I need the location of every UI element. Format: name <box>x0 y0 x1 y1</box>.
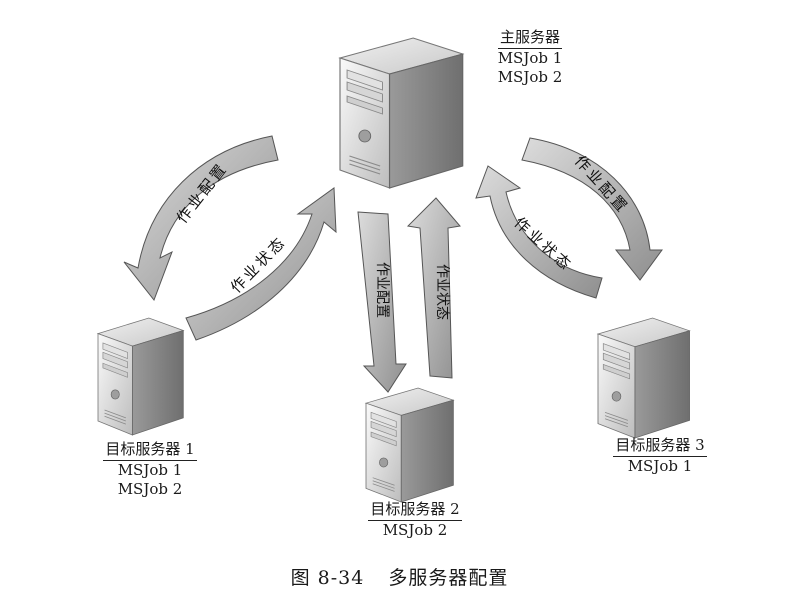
target-server-3-label: 目标服务器 3 MSJob 1 <box>580 436 740 476</box>
figure-number: 图 8-34 <box>290 567 365 589</box>
figure-title: 多服务器配置 <box>388 567 509 589</box>
target-server-3-name: 目标服务器 3 <box>613 436 707 457</box>
arrow-label-status-middle: 作业状态 <box>434 264 450 320</box>
target-server-2-label: 目标服务器 2 MSJob 2 <box>335 500 495 540</box>
arrow-status-middle <box>406 197 461 379</box>
arrow-label-config-middle: 作业配置 <box>374 262 390 318</box>
main-server-label: 主服务器 MSJob 1 MSJob 2 <box>470 28 590 87</box>
main-server-name: 主服务器 <box>497 28 562 49</box>
target-server-2-icon <box>365 387 454 503</box>
figure-caption: 图 8-34 多服务器配置 <box>0 563 799 590</box>
target-server-1-icon <box>97 317 184 436</box>
target-server-1-label: 目标服务器 1 MSJob 1 MSJob 2 <box>70 440 230 499</box>
arrow-config-middle <box>357 211 407 393</box>
main-server-job-2: MSJob 2 <box>497 68 563 86</box>
target-server-1-job-2: MSJob 2 <box>117 480 183 498</box>
arrow-status-right <box>475 165 603 299</box>
target-server-1-name: 目标服务器 1 <box>103 440 197 461</box>
target-server-1-job-1: MSJob 1 <box>117 461 183 479</box>
main-server-icon <box>339 37 464 189</box>
target-server-2-job-1: MSJob 2 <box>382 521 448 539</box>
arrow-config-right <box>521 137 663 281</box>
arrow-status-left <box>185 187 337 341</box>
arrow-label-config-right: 作业配置 <box>571 152 633 218</box>
target-server-2-name: 目标服务器 2 <box>368 500 462 521</box>
target-server-3-job-1: MSJob 1 <box>627 457 693 475</box>
target-server-3-icon <box>597 317 690 439</box>
arrow-config-left <box>123 135 279 302</box>
main-server-job-1: MSJob 1 <box>497 49 563 67</box>
